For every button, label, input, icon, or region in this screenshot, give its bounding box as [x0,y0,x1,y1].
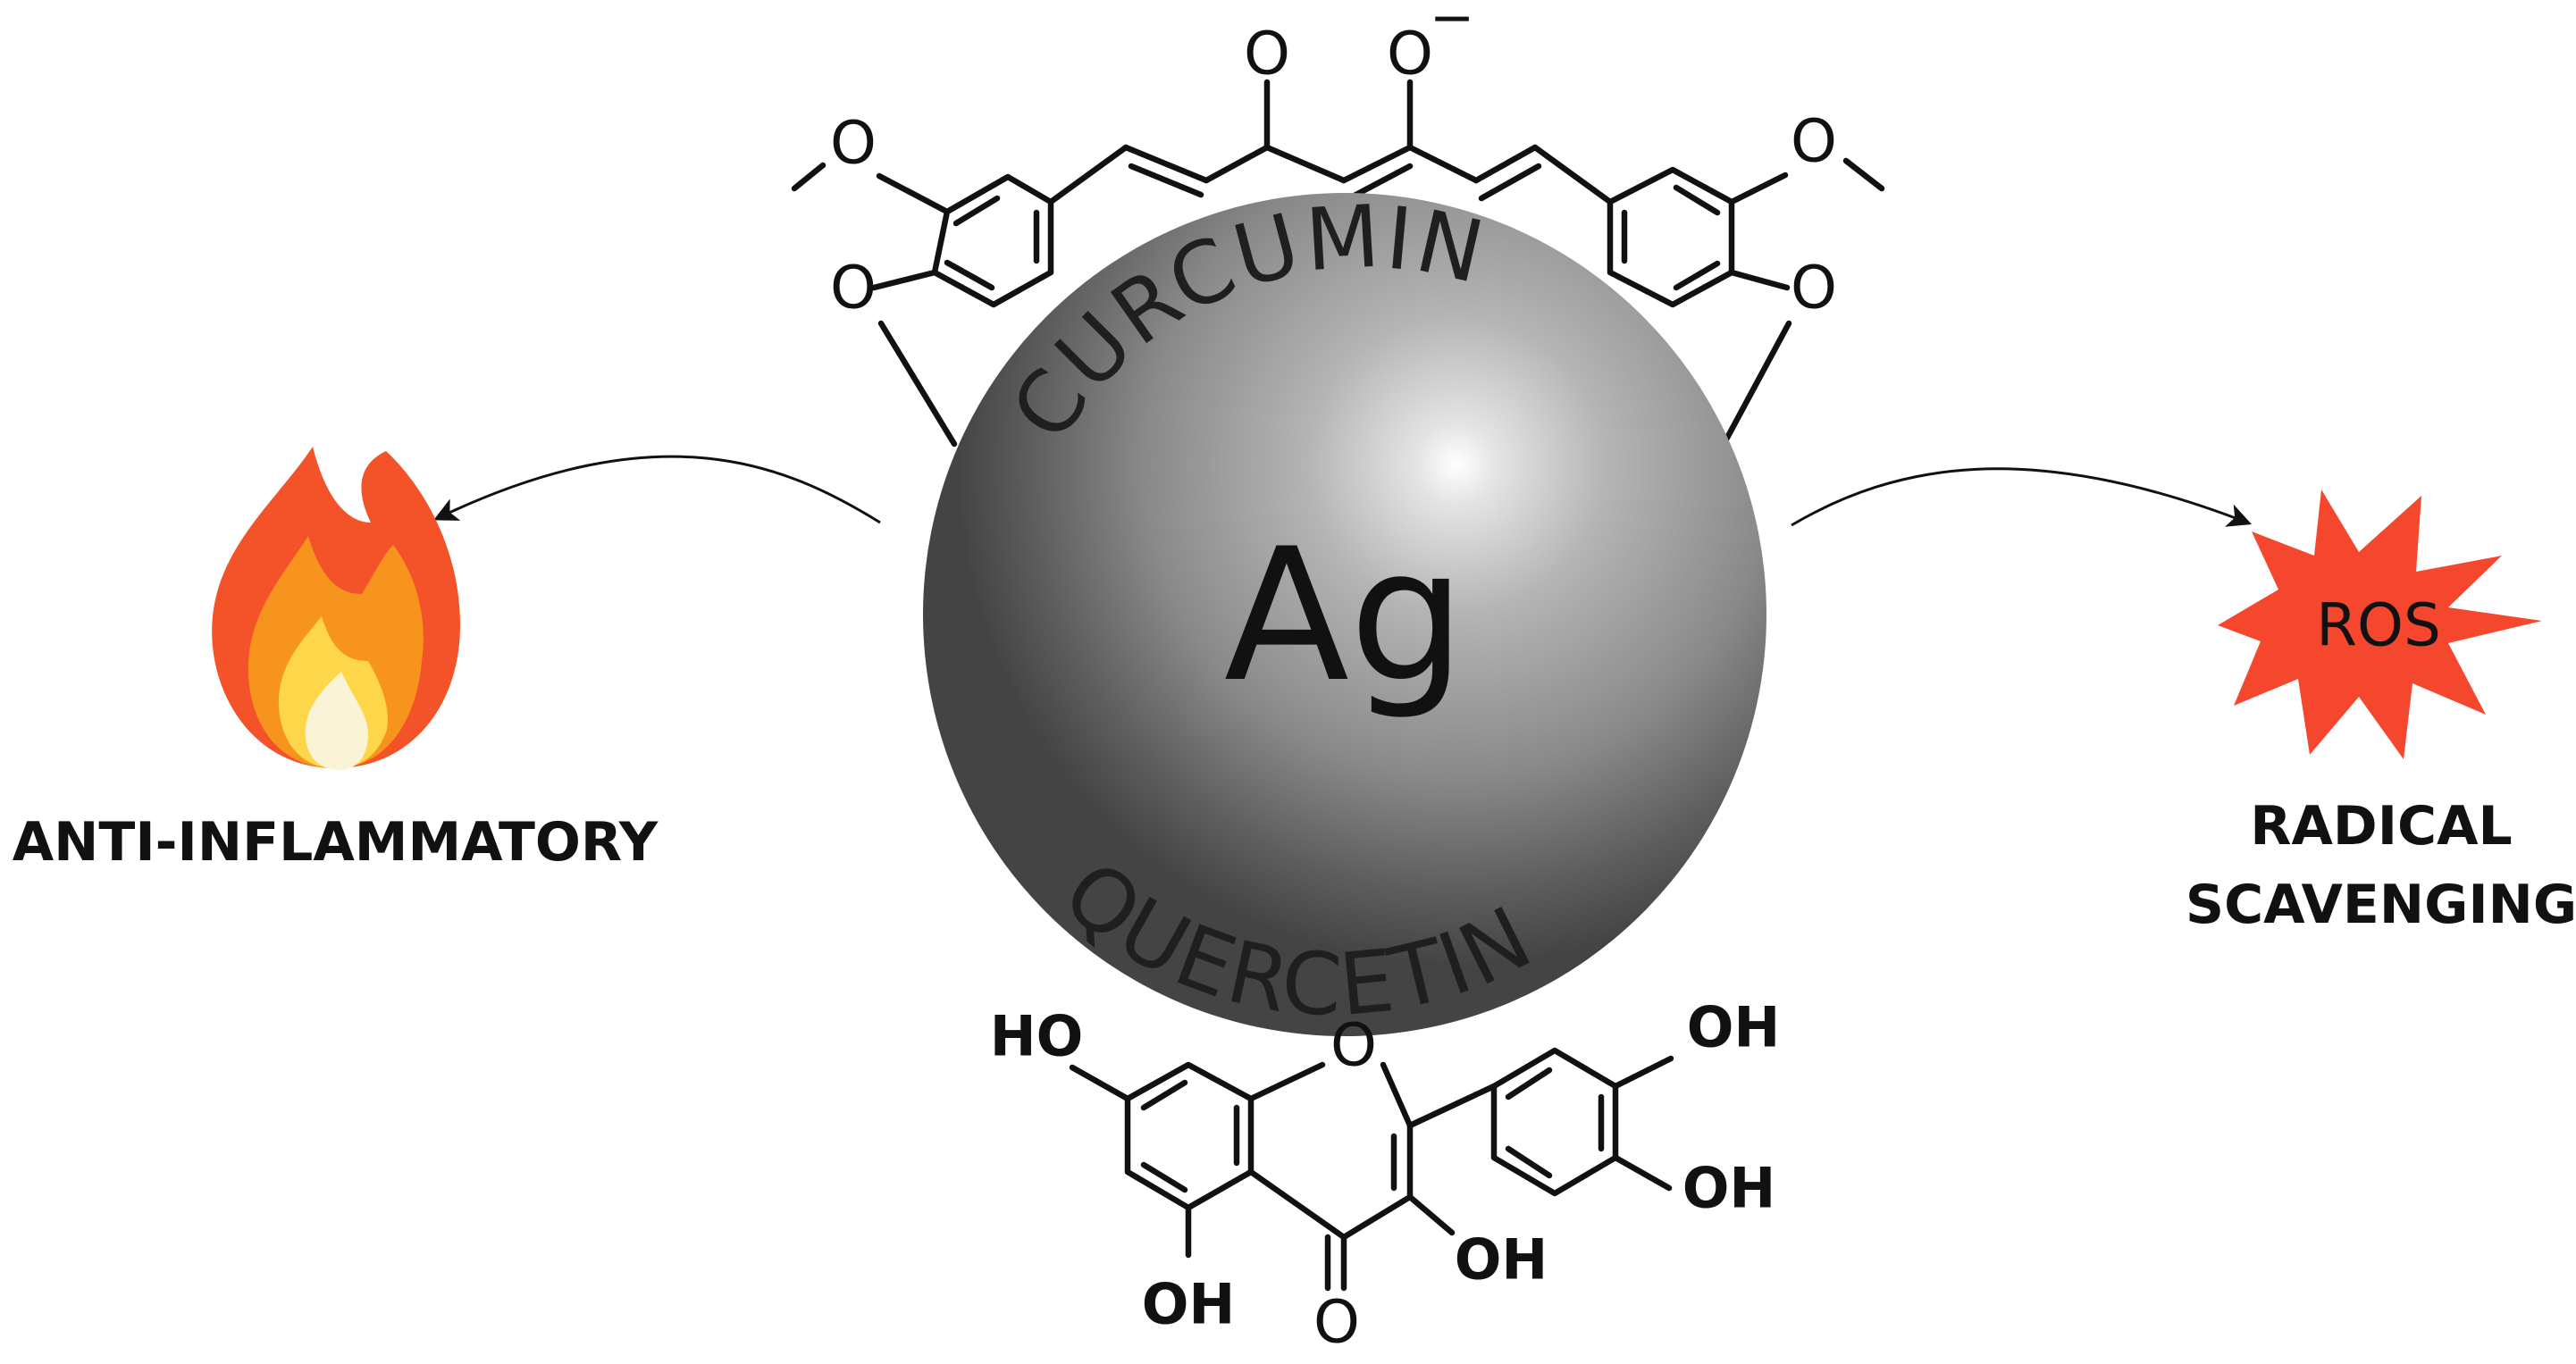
scavenging-label-line2: SCAVENGING [2186,874,2576,936]
curcumin-ketone-o: O [1244,20,1290,88]
radical-label-line1: RADICAL [2250,795,2512,858]
starburst-icon [2218,490,2542,759]
quercetin-oh-4p: OH [1687,995,1781,1060]
arrow-to-ros [1791,467,2253,527]
quercetin-oh-5: OH [1142,1272,1236,1337]
curcumin-phenol-right-o: O [1791,254,1837,322]
anti-inflammatory-label: ANTI-INFLAMMATORY [13,811,659,874]
quercetin-structure: HO OH O O OH OH OH [990,995,1781,1357]
arrow-to-anti-inflammatory [433,455,881,524]
quercetin-keto-o: O [1313,1288,1360,1357]
curcumin-methoxy-left-o: O [830,109,877,178]
curcumin-methoxy-right-o: O [1791,107,1837,176]
quercetin-oh-3p: OH [1682,1156,1776,1221]
quercetin-ho-7: HO [990,1004,1084,1069]
quercetin-ring-o: O [1330,1011,1377,1080]
quercetin-oh-3: OH [1455,1227,1548,1293]
silver-nanoparticle: Ag CURCUMIN QUERCETIN [923,186,1766,1036]
curcumin-enolate-o: O [1387,20,1433,88]
nanoparticle-symbol: Ag [1224,510,1465,723]
curcumin-enolate-charge: − [1430,0,1474,49]
curcumin-structure: O O O O − O O [791,0,1885,455]
ros-badge: ROS [2316,591,2441,660]
curcumin-phenol-left-o: O [830,254,877,322]
flame-icon [212,447,460,770]
